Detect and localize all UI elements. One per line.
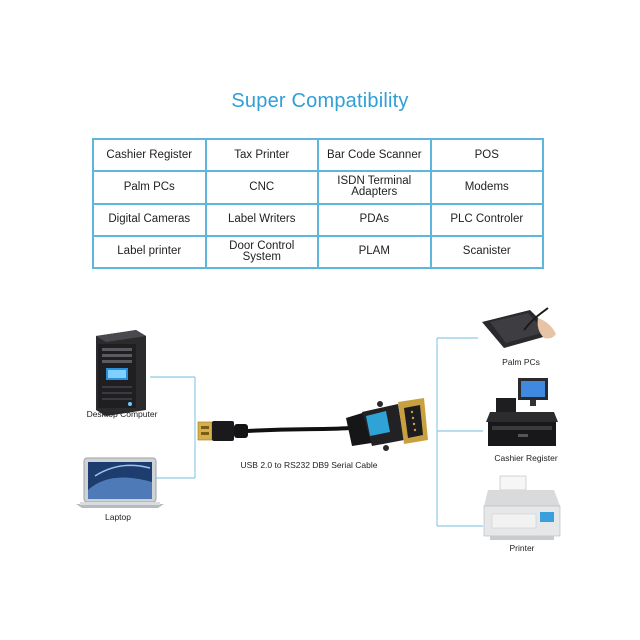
palm-pc-label: Palm PCs <box>502 357 540 367</box>
diagram-graphics <box>76 307 561 540</box>
table-cell: Label printer <box>92 234 207 270</box>
table-row: Cashier Register Tax Printer Bar Code Sc… <box>92 137 544 173</box>
desktop-computer-label: Desktop Computer <box>86 409 158 419</box>
table-row: Digital Cameras Label Writers PDAs PLC C… <box>92 202 544 237</box>
page-title: Super Compatibility <box>231 90 409 112</box>
cashier-register-label: Cashier Register <box>494 453 558 463</box>
table-cell: Cashier Register <box>92 137 207 173</box>
table-cell: Scanister <box>429 234 544 270</box>
connection-diagram: Desktop Computer Laptop USB 2.0 to RS232… <box>0 300 640 580</box>
cable-label: USB 2.0 to RS232 DB9 Serial Cable <box>240 460 378 470</box>
desktop-computer-icon <box>96 330 146 416</box>
table-cell: POS <box>429 137 544 173</box>
table-cell: CNC <box>204 170 319 205</box>
printer-icon <box>483 475 561 540</box>
table-cell: Modems <box>429 170 544 205</box>
table-cell: PLC Controler <box>429 202 544 237</box>
table-row: Palm PCs CNC ISDN Terminal Adapters Mode… <box>92 170 544 205</box>
right-connector-lines <box>436 337 483 527</box>
table-cell: PLAM <box>317 234 432 270</box>
laptop-label: Laptop <box>105 512 131 522</box>
usb-connector-icon <box>197 421 248 441</box>
laptop-icon <box>76 457 164 508</box>
printer-label: Printer <box>509 543 535 553</box>
cashier-register-icon <box>486 378 558 446</box>
cable-icon <box>247 426 351 433</box>
compatibility-table: Cashier Register Tax Printer Bar Code Sc… <box>92 137 544 270</box>
table-row: Label printer Door Control System PLAM S… <box>92 234 544 270</box>
left-connector-lines <box>150 376 196 479</box>
table-cell: ISDN Terminal Adapters <box>317 170 432 205</box>
table-cell: Tax Printer <box>204 137 319 173</box>
table-cell: Bar Code Scanner <box>317 137 432 173</box>
table-cell: Palm PCs <box>92 170 207 205</box>
palm-pc-icon <box>482 307 556 348</box>
table-cell: Door Control System <box>204 234 319 270</box>
table-cell: Label Writers <box>204 202 319 237</box>
db9-connector-icon <box>346 398 428 451</box>
table-cell: PDAs <box>317 202 432 237</box>
table-cell: Digital Cameras <box>92 202 207 237</box>
